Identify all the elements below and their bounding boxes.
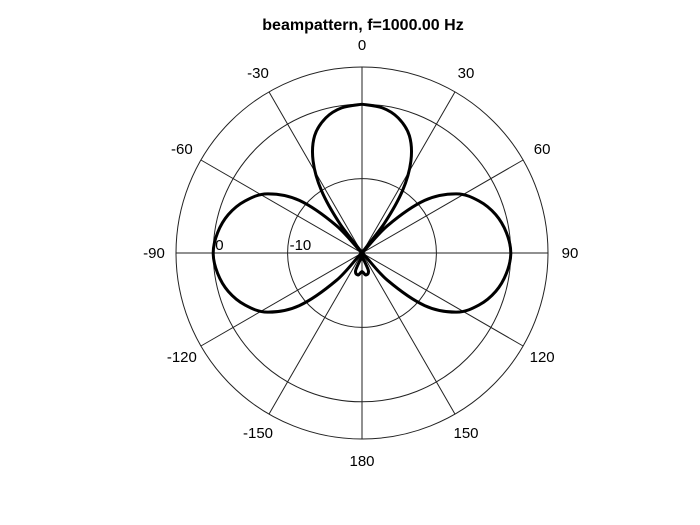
theta-tick-label: 180 <box>349 453 374 470</box>
theta-tick-label: 90 <box>562 245 579 262</box>
theta-tick-label: 0 <box>358 37 366 54</box>
theta-tick-label: -30 <box>247 65 269 82</box>
tick-labels: 0 30 60 90 120 150 180 -150 -120 -90 -60 -30 -10 0 <box>143 37 578 470</box>
chart-title: beampattern, f=1000.00 Hz <box>262 17 463 34</box>
series-layer <box>211 102 513 314</box>
theta-tick-label: -90 <box>143 245 165 262</box>
r-tick-label: -10 <box>290 237 312 254</box>
theta-tick-label: -120 <box>167 349 197 366</box>
series-line-0 <box>211 102 513 314</box>
theta-tick-label: -60 <box>171 141 193 158</box>
r-tick-label: 0 <box>215 237 223 254</box>
theta-tick-label: -150 <box>243 425 273 442</box>
theta-tick-label: 60 <box>534 141 551 158</box>
theta-tick-label: 30 <box>458 65 475 82</box>
theta-tick-label: 120 <box>530 349 555 366</box>
theta-tick-label: 150 <box>453 425 478 442</box>
